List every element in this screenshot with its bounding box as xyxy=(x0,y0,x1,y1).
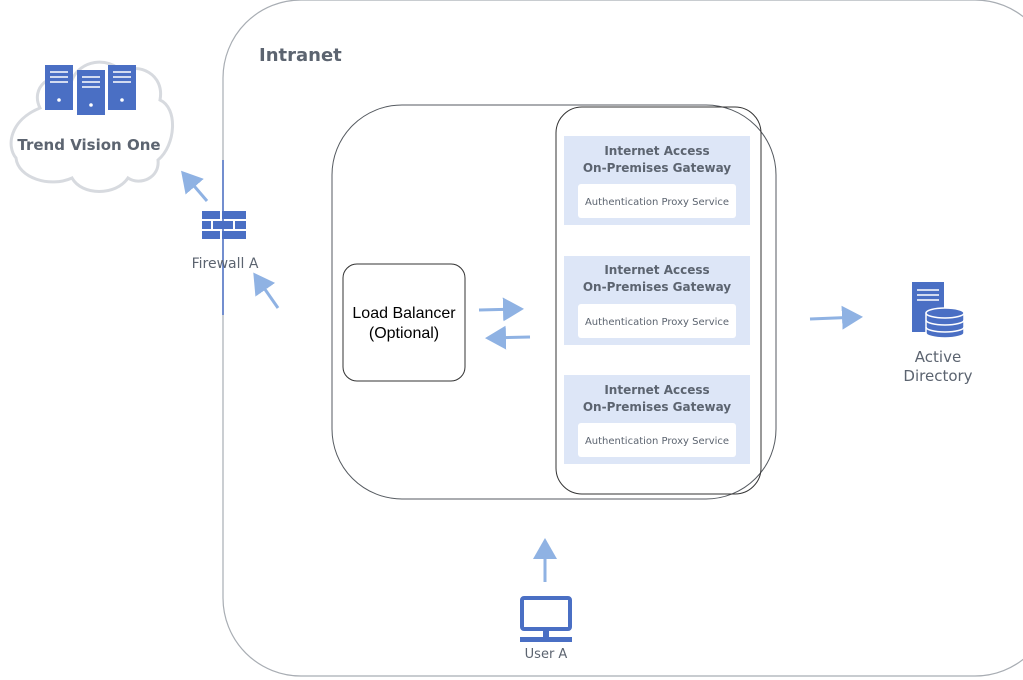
load-balancer-label: Load Balancer xyxy=(352,305,456,322)
gateway-card: Internet Access On-Premises Gateway Auth… xyxy=(564,256,750,345)
load-balancer-sublabel: (Optional) xyxy=(369,325,439,342)
inner-container xyxy=(331,104,777,500)
gateway-subtitle: On-Premises Gateway xyxy=(583,280,731,294)
arrow-firewall-to-cloud xyxy=(181,170,209,202)
arrow-gateways-to-lb xyxy=(485,325,531,350)
user-label: User A xyxy=(525,647,568,662)
intranet-boundary xyxy=(222,0,1023,677)
active-directory-icon xyxy=(912,282,965,339)
gateway-subtitle: On-Premises Gateway xyxy=(583,400,731,414)
gateway-card: Internet Access On-Premises Gateway Auth… xyxy=(564,375,750,464)
auth-proxy-service-label: Authentication Proxy Service xyxy=(585,197,729,208)
intranet-label: Intranet xyxy=(259,45,342,66)
gateway-title: Internet Access xyxy=(604,383,709,397)
cloud-label: Trend Vision One xyxy=(17,136,160,154)
arrow-lb-to-gateways xyxy=(478,297,524,322)
firewall-label: Firewall A xyxy=(192,256,259,272)
server-rack-icon xyxy=(45,65,136,115)
auth-proxy-service-label: Authentication Proxy Service xyxy=(585,317,729,328)
gateway-title: Internet Access xyxy=(604,144,709,158)
gateway-group xyxy=(555,106,762,495)
load-balancer-box xyxy=(342,263,466,382)
gateway-subtitle: On-Premises Gateway xyxy=(583,161,731,175)
monitor-icon xyxy=(520,596,572,642)
arrow-gateways-to-active-directory xyxy=(809,305,863,330)
firewall-icon xyxy=(202,211,246,239)
active-directory-sublabel: Directory xyxy=(903,367,972,385)
active-directory-label: Active xyxy=(915,348,961,366)
arrow-intranet-to-firewall xyxy=(253,272,280,309)
gateway-card: Internet Access On-Premises Gateway Auth… xyxy=(564,136,750,225)
auth-proxy-service-label: Authentication Proxy Service xyxy=(585,436,729,447)
gateway-title: Internet Access xyxy=(604,263,709,277)
